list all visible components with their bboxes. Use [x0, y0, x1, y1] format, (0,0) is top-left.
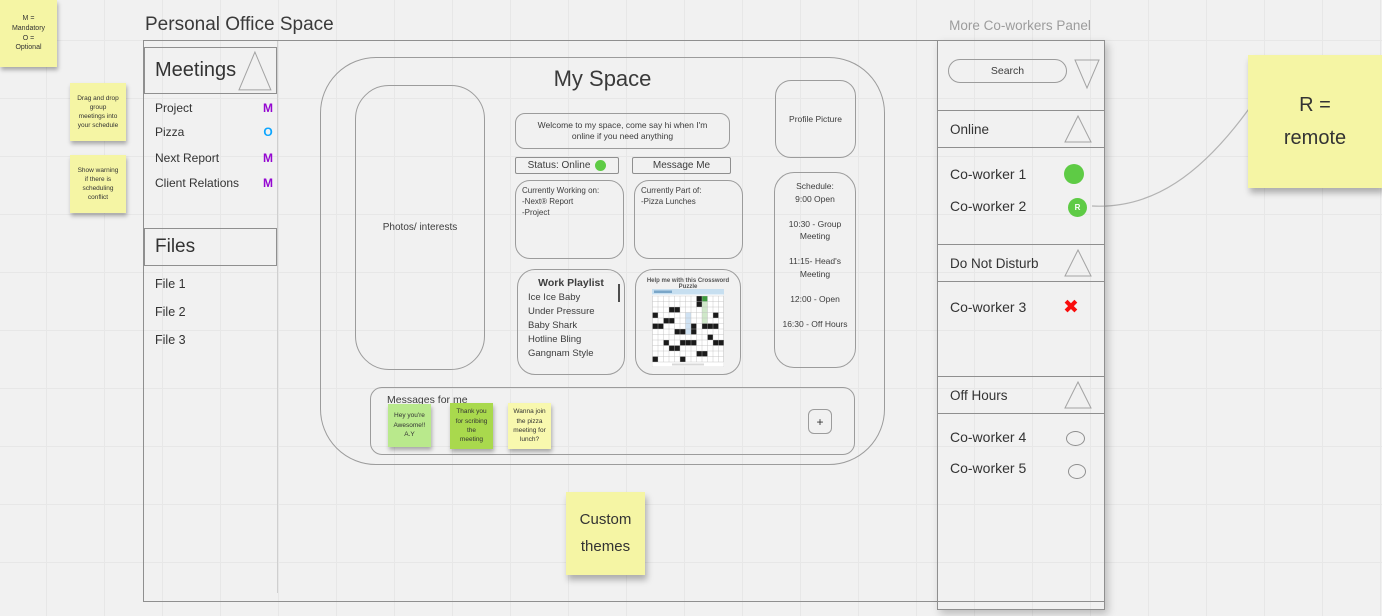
- status-button[interactable]: Status: Online: [515, 157, 619, 174]
- meeting-badge: M: [263, 101, 273, 115]
- messages-for-me-box: Messages for me: [370, 387, 855, 455]
- column-divider: [277, 41, 278, 593]
- photos-interests-label: Photos/ interests: [382, 222, 458, 233]
- search-label: Search: [990, 65, 1025, 77]
- page-title: Personal Office Space: [145, 14, 334, 35]
- triangle-up-icon[interactable]: [236, 49, 274, 93]
- meetings-header[interactable]: Meetings: [144, 47, 277, 94]
- coworker-row[interactable]: Co-worker 3: [950, 299, 1027, 315]
- coworker-row[interactable]: Co-worker 1: [950, 166, 1027, 182]
- meeting-badge: O: [263, 125, 273, 139]
- message-me-button[interactable]: Message Me: [632, 157, 731, 174]
- coworkers-panel-title: More Co-workers Panel: [949, 18, 1091, 33]
- off-hours-status-icon: [1068, 464, 1086, 479]
- my-space-container: [320, 57, 885, 465]
- playlist-song[interactable]: Baby Shark: [528, 320, 578, 331]
- crossword-image: [652, 289, 724, 367]
- currently-working-on-box: Currently Working on: -Next® Report -Pro…: [515, 180, 624, 259]
- meeting-item[interactable]: Pizza: [155, 125, 185, 139]
- meetings-title: Meetings: [155, 59, 237, 81]
- online-status-icon: [1064, 164, 1084, 184]
- search-input[interactable]: Search: [948, 59, 1067, 83]
- files-title: Files: [155, 236, 196, 257]
- triangle-up-icon[interactable]: [1062, 247, 1094, 279]
- message-sticky-note[interactable]: Hey you're Awesome!! A.Y: [388, 404, 431, 447]
- schedule-box: Schedule: 9:00 Open 10:30 - Group Meetin…: [774, 172, 856, 368]
- online-status-icon: [595, 160, 607, 171]
- profile-picture-label: Profile Picture: [789, 114, 842, 124]
- remote-status-icon: R: [1068, 198, 1087, 217]
- file-item[interactable]: File 2: [155, 305, 186, 319]
- files-header[interactable]: Files: [144, 228, 277, 266]
- profile-picture-box[interactable]: Profile Picture: [775, 80, 856, 158]
- file-item[interactable]: File 1: [155, 277, 186, 291]
- message-me-label: Message Me: [652, 160, 711, 171]
- coworker-row[interactable]: Co-worker 4: [950, 429, 1027, 445]
- online-section-header[interactable]: Online: [937, 110, 1105, 148]
- message-sticky-note[interactable]: Wanna join the pizza meeting for lunch?: [508, 403, 551, 449]
- playlist-scrollbar[interactable]: [618, 284, 620, 302]
- sticky-note-legend[interactable]: M = Mandatory O = Optional: [0, 0, 57, 67]
- welcome-message: Welcome to my space, come say hi when I'…: [515, 113, 730, 149]
- work-playlist-box: Work Playlist Ice Ice Baby Under Pressur…: [517, 269, 625, 375]
- off-hours-section-title: Off Hours: [950, 387, 1008, 403]
- meeting-badge: M: [263, 176, 273, 190]
- meeting-item[interactable]: Client Relations: [155, 176, 240, 190]
- playlist-song[interactable]: Hotline Bling: [528, 334, 582, 345]
- off-hours-section-header[interactable]: Off Hours: [937, 376, 1105, 414]
- sticky-note-remote[interactable]: R = remote: [1248, 55, 1382, 188]
- meeting-item[interactable]: Next Report: [155, 151, 220, 165]
- coworkers-panel: [937, 40, 1105, 610]
- currently-part-of-box: Currently Part of: -Pizza Lunches: [634, 180, 743, 259]
- add-message-button[interactable]: +: [808, 409, 832, 434]
- sticky-note-warning[interactable]: Show warning if there is scheduling conf…: [70, 155, 126, 213]
- message-sticky-note[interactable]: Thank you for scribing the meeting: [450, 403, 493, 449]
- crossword-title: Help me with this Crossword Puzzle: [646, 278, 730, 290]
- playlist-title: Work Playlist: [538, 277, 604, 289]
- meeting-item[interactable]: Project: [155, 101, 193, 115]
- photos-interests-area[interactable]: Photos/ interests: [355, 85, 485, 370]
- playlist-song[interactable]: Gangnam Style: [528, 348, 594, 359]
- my-space-title: My Space: [553, 66, 652, 91]
- playlist-song[interactable]: Ice Ice Baby: [528, 292, 581, 303]
- off-hours-status-icon: [1066, 431, 1085, 446]
- coworker-row[interactable]: Co-worker 2: [950, 198, 1027, 214]
- triangle-down-icon[interactable]: [1072, 57, 1102, 91]
- sticky-note-custom-themes[interactable]: Custom themes: [566, 492, 645, 575]
- coworker-row[interactable]: Co-worker 5: [950, 460, 1027, 476]
- triangle-up-icon[interactable]: [1062, 113, 1094, 145]
- triangle-up-icon[interactable]: [1062, 379, 1094, 411]
- file-item[interactable]: File 3: [155, 333, 186, 347]
- online-section-title: Online: [950, 121, 990, 137]
- crossword-box[interactable]: Help me with this Crossword Puzzle: [635, 269, 741, 375]
- status-label: Status: Online: [527, 160, 591, 171]
- dnd-status-icon: ✖: [1063, 297, 1079, 318]
- do-not-disturb-section-header[interactable]: Do Not Disturb: [937, 244, 1105, 282]
- meeting-badge: M: [263, 151, 273, 165]
- messages-title: Messages for me: [387, 394, 468, 406]
- playlist-song[interactable]: Under Pressure: [528, 306, 595, 317]
- do-not-disturb-section-title: Do Not Disturb: [950, 255, 1039, 271]
- sticky-note-drag-drop[interactable]: Drag and drop group meetings into your s…: [70, 83, 126, 141]
